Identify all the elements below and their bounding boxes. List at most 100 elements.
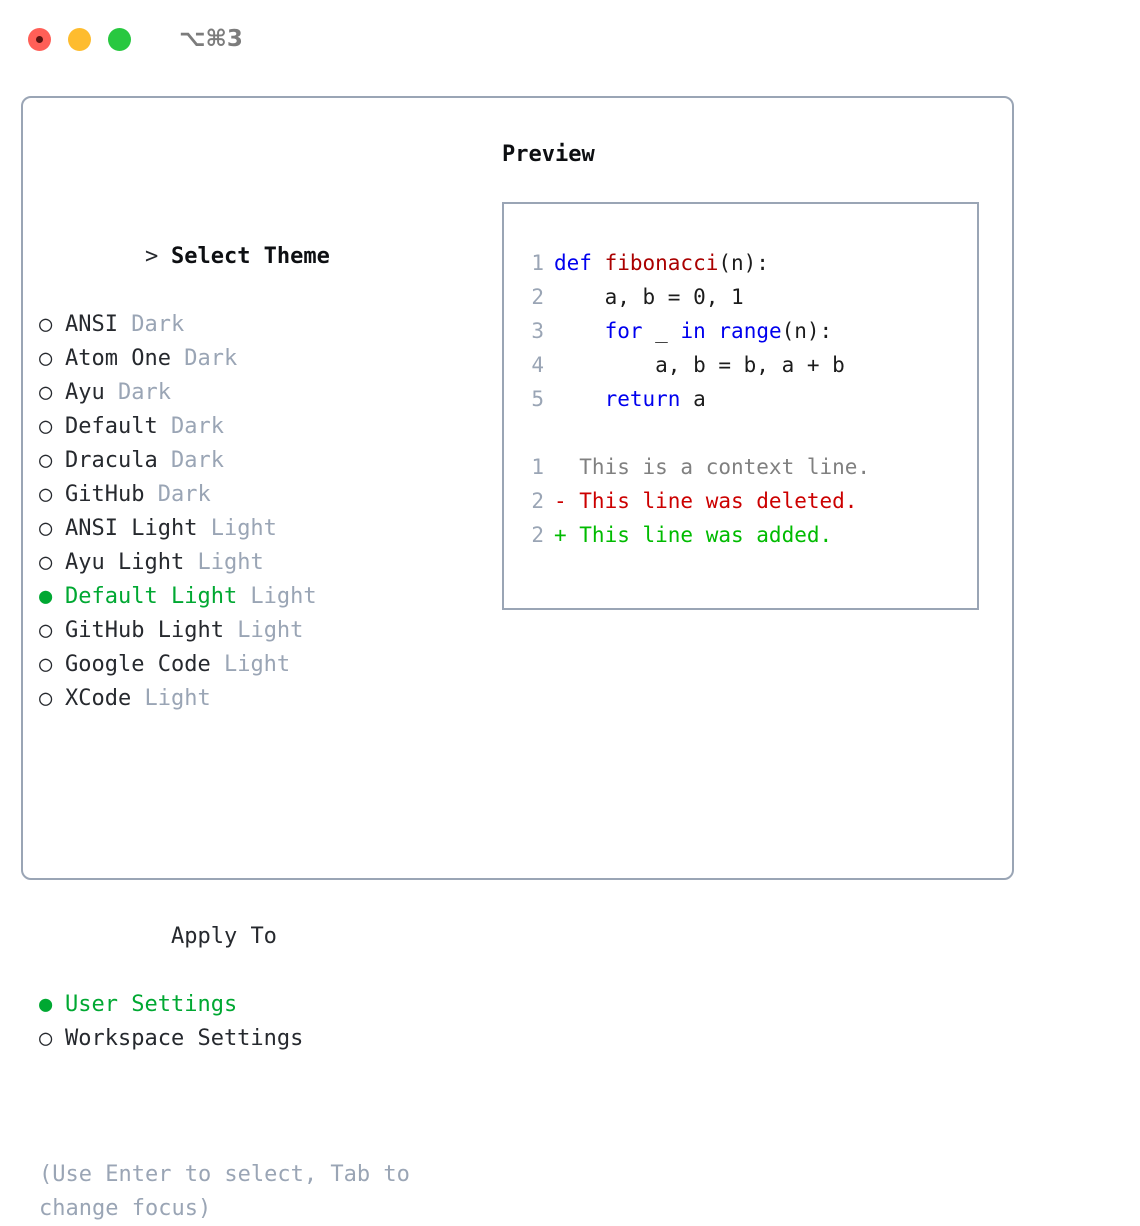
radio-unselected-icon[interactable]: ○ (39, 550, 53, 575)
theme-option-label: GitHub (65, 482, 145, 507)
line-number: 5 (531, 387, 544, 411)
apply-to-option-workspace-settings[interactable]: ○ Workspace Settings (39, 1022, 489, 1056)
line-number: 2 (531, 489, 544, 513)
theme-option-default[interactable]: ○ Default Dark (39, 410, 489, 444)
diff-line-text: - This line was deleted. (554, 489, 858, 513)
radio-unselected-icon[interactable]: ○ (39, 448, 53, 473)
theme-option-ansi[interactable]: ○ANSI Dark (39, 308, 489, 342)
line-number: 3 (531, 319, 544, 343)
code-token (554, 319, 605, 343)
line-number: 2 (531, 523, 544, 547)
diff-line-ctx: 1 This is a context line. (516, 450, 977, 484)
theme-option-atom-one[interactable]: ○ Atom One Dark (39, 342, 489, 376)
theme-option-variant: Light (197, 516, 277, 541)
radio-unselected-icon[interactable]: ○ (39, 482, 53, 507)
line-number: 1 (531, 251, 544, 275)
apply-to-options[interactable]: ● User Settings ○ Workspace Settings (39, 988, 489, 1056)
diff-line-text: This is a context line. (554, 455, 871, 479)
close-button[interactable] (28, 27, 51, 51)
theme-option-label: Atom One (65, 346, 171, 371)
diff-sample: 1 This is a context line. 2 - This line wa… (516, 450, 977, 552)
radio-selected-icon[interactable]: ● (39, 992, 53, 1017)
code-token: def (554, 251, 605, 275)
theme-option-variant: Light (131, 686, 211, 711)
code-diff-gap (516, 416, 977, 450)
code-token: (n): (781, 319, 833, 343)
theme-option-label: ANSI Light (65, 516, 198, 541)
code-token: for (604, 319, 643, 343)
code-line: 5 return a (516, 382, 977, 416)
radio-unselected-icon[interactable]: ○ (39, 652, 53, 677)
theme-option-dracula[interactable]: ○ Dracula Dark (39, 444, 489, 478)
theme-option-ayu[interactable]: ○ Ayu Dark (39, 376, 489, 410)
list-gap (39, 784, 489, 818)
radio-unselected-icon[interactable]: ○ (39, 1026, 53, 1051)
keyboard-hint-text: (Use Enter to select, Tab to change focu… (39, 1162, 410, 1221)
code-token: a, b = 0, 1 (554, 285, 744, 309)
radio-unselected-icon[interactable]: ○ (39, 618, 53, 643)
theme-list[interactable]: > Select Theme ○ANSI Dark○Atom One Dark○… (39, 138, 489, 784)
radio-unselected-icon[interactable]: ○ (39, 686, 53, 711)
code-token: fibonacci (604, 251, 719, 275)
window-titlebar: ⌥⌘3 (0, 0, 1140, 78)
code-line: 3 for _ in range(n): (516, 314, 977, 348)
apply-to-option-label: Workspace Settings (65, 1026, 304, 1051)
theme-option-variant: Light (237, 584, 317, 609)
theme-option-label: Google Code (65, 652, 211, 677)
theme-option-github[interactable]: ○ GitHub Dark (39, 478, 489, 512)
theme-option-variant: Dark (170, 346, 238, 371)
code-token: in (680, 319, 706, 343)
radio-unselected-icon[interactable]: ○ (39, 414, 53, 439)
radio-unselected-icon[interactable]: ○ (39, 380, 53, 405)
theme-options[interactable]: ○ANSI Dark○Atom One Dark○Ayu Dark○Defaul… (39, 308, 489, 716)
theme-option-variant: Dark (117, 312, 185, 337)
apply-to-option-label: User Settings (65, 992, 238, 1017)
radio-unselected-icon[interactable]: ○ (39, 346, 53, 371)
theme-option-variant: Dark (157, 448, 224, 473)
theme-option-ansi-light[interactable]: ○ ANSI Light Light (39, 512, 489, 546)
apply-to-header: Apply To (39, 886, 489, 949)
theme-option-variant: Dark (157, 414, 224, 439)
theme-option-variant: Light (210, 652, 291, 677)
theme-option-variant: Dark (104, 380, 171, 405)
radio-unselected-icon[interactable]: ○ (39, 516, 53, 541)
apply-to-group[interactable]: Apply To ● User Settings ○ Workspace Settin… (39, 818, 489, 1124)
theme-option-ayu-light[interactable]: ○Ayu Light Light (39, 546, 489, 580)
maximize-button[interactable] (108, 27, 131, 51)
theme-option-label: Default Light (65, 584, 238, 609)
theme-option-variant: Light (223, 618, 304, 643)
code-token (554, 387, 605, 411)
code-token (706, 319, 719, 343)
theme-option-google-code[interactable]: ○ Google Code Light (39, 648, 489, 682)
diff-line-del: 2 - This line was deleted. (516, 484, 977, 518)
preview-title: Preview (502, 142, 595, 167)
theme-option-variant: Dark (144, 482, 211, 507)
radio-selected-icon[interactable]: ● (39, 584, 53, 609)
theme-option-label: Ayu (65, 380, 105, 405)
window-controls (28, 27, 131, 51)
theme-option-label: Default (65, 414, 158, 439)
minimize-button[interactable] (68, 27, 91, 51)
apply-to-header-indent (145, 920, 171, 954)
theme-option-variant: Light (184, 550, 264, 575)
apply-to-option-user-settings[interactable]: ● User Settings (39, 988, 489, 1022)
theme-option-label: Dracula (65, 448, 158, 473)
theme-option-xcode[interactable]: ○ XCode Light (39, 682, 489, 716)
code-token: a, b = b, a + b (554, 353, 845, 377)
radio-unselected-icon[interactable]: ○ (39, 312, 53, 337)
dialog-frame: > Select Theme ○ANSI Dark○Atom One Dark○… (21, 96, 1014, 1221)
theme-list-header-label: Select Theme (170, 244, 330, 269)
code-line: 4 a, b = b, a + b (516, 348, 977, 382)
code-token: _ (642, 319, 681, 343)
theme-option-github-light[interactable]: ○ GitHub Light Light (39, 614, 489, 648)
theme-option-label: GitHub Light (65, 618, 224, 643)
code-line: 2 a, b = 0, 1 (516, 280, 977, 314)
theme-option-default-light[interactable]: ● Default Light Light (39, 580, 489, 614)
line-number: 4 (531, 353, 544, 377)
line-number: 2 (531, 285, 544, 309)
theme-option-label: XCode (65, 686, 132, 711)
diff-line-text: + This line was added. (554, 523, 833, 547)
